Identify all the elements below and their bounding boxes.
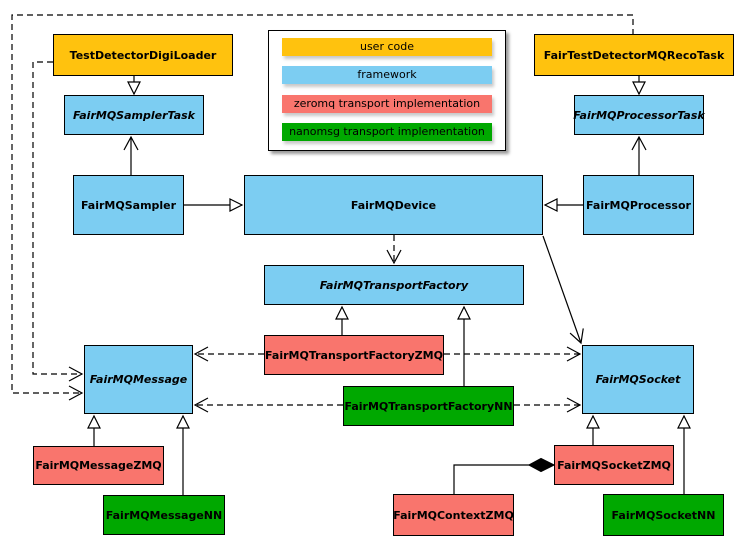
legend-item-nanomsg: nanomsg transport implementation: [282, 122, 492, 141]
composition-diamond: [527, 457, 556, 473]
legend-item-zeromq: zeromq transport implementation: [282, 94, 492, 113]
node-fair-test-detector-mq-reco-task: FairTestDetectorMQRecoTask: [534, 34, 734, 76]
node-fairmq-context-zmq: FairMQContextZMQ: [393, 494, 514, 536]
node-fairmq-socket: FairMQSocket: [582, 345, 694, 414]
edge-recotask-message: [11, 14, 634, 401]
node-fairmq-message-nn: FairMQMessageNN: [103, 495, 225, 535]
node-test-detector-digi-loader: TestDetectorDigiLoader: [53, 34, 233, 76]
node-fairmq-socket-nn: FairMQSocketNN: [603, 494, 724, 536]
node-fairmq-sampler-task: FairMQSamplerTask: [64, 95, 204, 135]
node-fairmq-processor-task: FairMQProcessorTask: [573, 95, 705, 135]
legend-item-framework: framework: [282, 66, 492, 85]
legend-box: user code framework zeromq transport imp…: [268, 30, 506, 151]
node-fairmq-sampler: FairMQSampler: [73, 175, 184, 235]
node-fairmq-message-zmq: FairMQMessageZMQ: [33, 446, 164, 485]
node-fairmq-transport-factory-nn: FairMQTransportFactoryNN: [343, 386, 514, 426]
edge-device-socket: [542, 235, 584, 345]
node-fairmq-transport-factory-zmq: FairMQTransportFactoryZMQ: [264, 335, 444, 375]
node-fairmq-device: FairMQDevice: [244, 175, 543, 235]
edge-contextzmq-socketzmq: [453, 464, 530, 494]
node-fairmq-transport-factory: FairMQTransportFactory: [264, 265, 524, 305]
legend-item-user-code: user code: [282, 38, 492, 56]
edge-digiloader-message: [32, 61, 84, 382]
node-fairmq-socket-zmq: FairMQSocketZMQ: [554, 445, 674, 485]
node-fairmq-processor: FairMQProcessor: [583, 175, 694, 235]
node-fairmq-message: FairMQMessage: [84, 345, 193, 414]
